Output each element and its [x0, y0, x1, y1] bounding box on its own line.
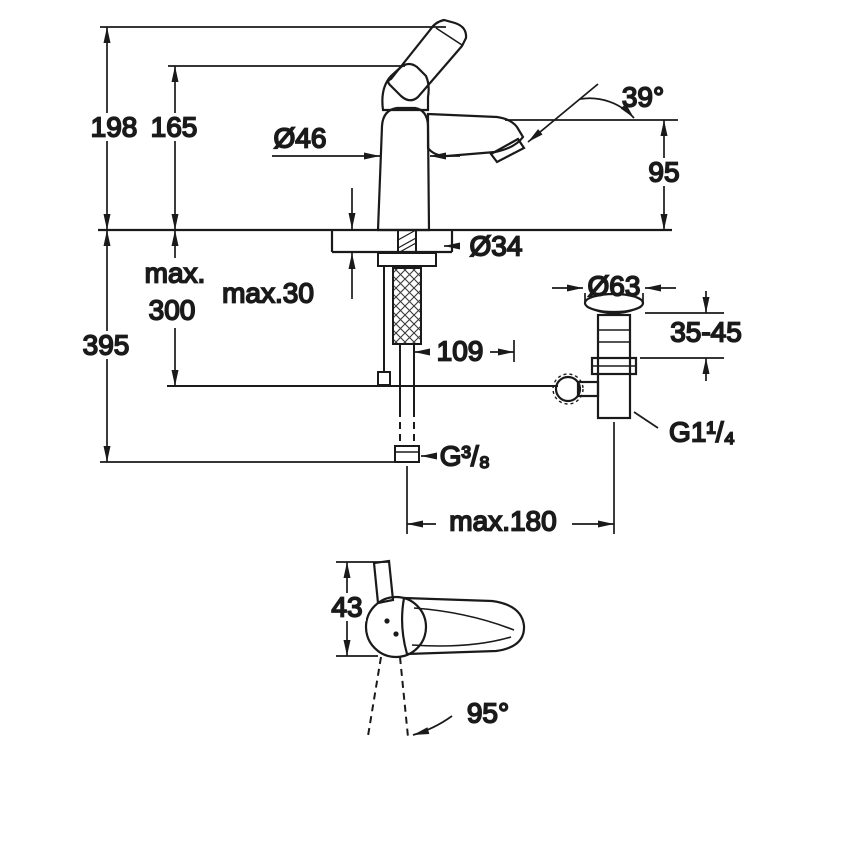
dim-label-dia63: Ø63 — [588, 271, 641, 302]
dim-label-109: 109 — [437, 336, 484, 367]
dimension-dia46: Ø46 — [272, 122, 460, 160]
dimension-95: 95 — [646, 120, 682, 230]
body-top — [364, 595, 428, 659]
label-mask — [646, 158, 682, 186]
dim-label-35-45: 35-45 — [670, 317, 742, 348]
faucet-lever — [387, 18, 468, 102]
dimension-198: 198 — [86, 26, 446, 230]
dim-label-395: 395 — [83, 330, 130, 361]
braided-hose — [392, 267, 422, 345]
label-g38: G³/₈ — [421, 440, 491, 472]
supply-hoses — [392, 267, 422, 463]
dim-label-43: 43 — [331, 592, 362, 623]
dim-label-max300-value: 300 — [149, 295, 196, 326]
dimension-165: 165 — [146, 65, 405, 230]
dim-label-max300-word: max. — [145, 258, 206, 289]
dim-label-max180: max.180 — [449, 506, 556, 537]
dim-label-g38: G³/₈ — [440, 441, 491, 472]
label-mask — [86, 113, 142, 141]
faucet-body — [376, 106, 431, 232]
fixing-set — [377, 229, 437, 267]
dimension-dia34: Ø34 — [444, 230, 523, 262]
dimension-109: 109 — [414, 335, 515, 367]
faucet-lever-edge — [435, 27, 463, 46]
dim-label-g114: G1¹/₄ — [669, 417, 735, 448]
dimension-angle95: 95° — [412, 697, 510, 736]
pop-up-waste — [552, 292, 645, 420]
lever-boss-arm — [576, 380, 600, 398]
dimension-395: 395 — [76, 230, 396, 463]
dimension-43: 43 — [328, 561, 390, 657]
faucet-dome — [381, 62, 430, 112]
faucet-aerator — [489, 137, 526, 164]
dimension-max300: max. 300 — [135, 230, 219, 386]
dim-label-angle39: 39° — [622, 82, 664, 113]
dimension-35-45: 35-45 — [640, 291, 743, 381]
dim-label-dia46: Ø46 — [274, 123, 327, 154]
dim-label-165: 165 — [151, 112, 198, 143]
dimension-dia63: Ø63 — [552, 270, 676, 304]
faucet-side-view — [376, 18, 526, 232]
deck-section — [98, 228, 672, 254]
dimension-max180: max.180 — [406, 422, 615, 537]
label-mask — [146, 113, 202, 141]
label-mask — [76, 331, 136, 359]
lever-paddle-top — [400, 596, 526, 656]
dim-label-95: 95 — [648, 157, 679, 188]
lever-ball-joint — [554, 375, 582, 403]
label-mask — [328, 593, 366, 621]
dim-label-angle95: 95° — [467, 698, 509, 729]
label-g114: G1¹/₄ — [633, 411, 736, 448]
dim-label-198: 198 — [91, 112, 138, 143]
pull-rod-assembly — [167, 266, 558, 387]
dim-label-max30: max.30 — [222, 278, 314, 309]
rod-knob — [377, 371, 391, 386]
dim-label-dia34: Ø34 — [470, 231, 523, 262]
dimension-angle39: 39° — [505, 81, 678, 143]
dimension-max30: max.30 — [221, 188, 356, 309]
label-mask — [135, 258, 219, 328]
hose-fitting — [394, 445, 420, 463]
